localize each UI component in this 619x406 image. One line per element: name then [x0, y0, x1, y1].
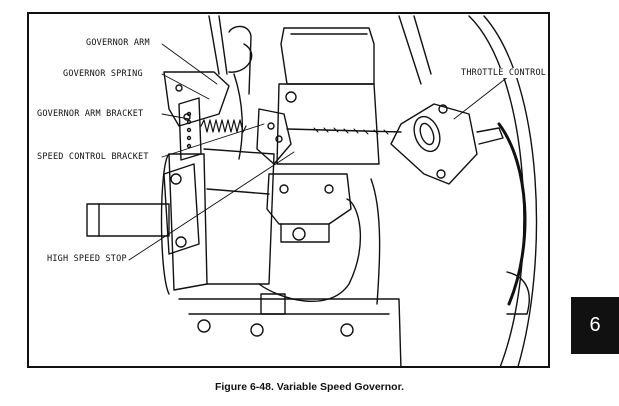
leader-governor-arm-bracket [161, 113, 190, 120]
speed-control-bracket [256, 108, 292, 165]
figure-caption: Figure 6-48. Variable Speed Governor. [214, 381, 405, 393]
callout-governor-arm-bracket: GOVERNOR ARM BRACKET [37, 109, 144, 119]
crankshaft [86, 203, 170, 237]
leader-throttle-control [453, 75, 510, 120]
leader-governor-arm [161, 43, 218, 85]
governor-spring [200, 119, 247, 133]
fuel-tank [280, 27, 375, 85]
leader-high-speed-stop [128, 151, 295, 261]
leader-governor-spring [161, 73, 210, 100]
callout-high-speed-stop: HIGH SPEED STOP [47, 254, 127, 264]
section-tab: 6 [571, 297, 619, 354]
engine-illustration [86, 15, 538, 366]
callout-speed-control-bracket: SPEED CONTROL BRACKET [37, 152, 149, 162]
leader-speed-control-bracket [161, 123, 265, 158]
carburetor [266, 173, 352, 225]
throttle-rod [286, 128, 402, 133]
callout-governor-arm: GOVERNOR ARM [86, 38, 150, 48]
callout-governor-spring: GOVERNOR SPRING [63, 69, 143, 79]
figure-frame: GOVERNOR ARM GOVERNOR SPRING GOVERNOR AR… [27, 12, 550, 368]
side-housing [163, 163, 200, 255]
governor-arm [163, 71, 230, 127]
oil-sump [178, 298, 402, 366]
throttle-control-knob [390, 103, 478, 185]
flywheel-shroud [468, 15, 525, 366]
callout-throttle-control: THROTTLE CONTROL [461, 68, 547, 78]
